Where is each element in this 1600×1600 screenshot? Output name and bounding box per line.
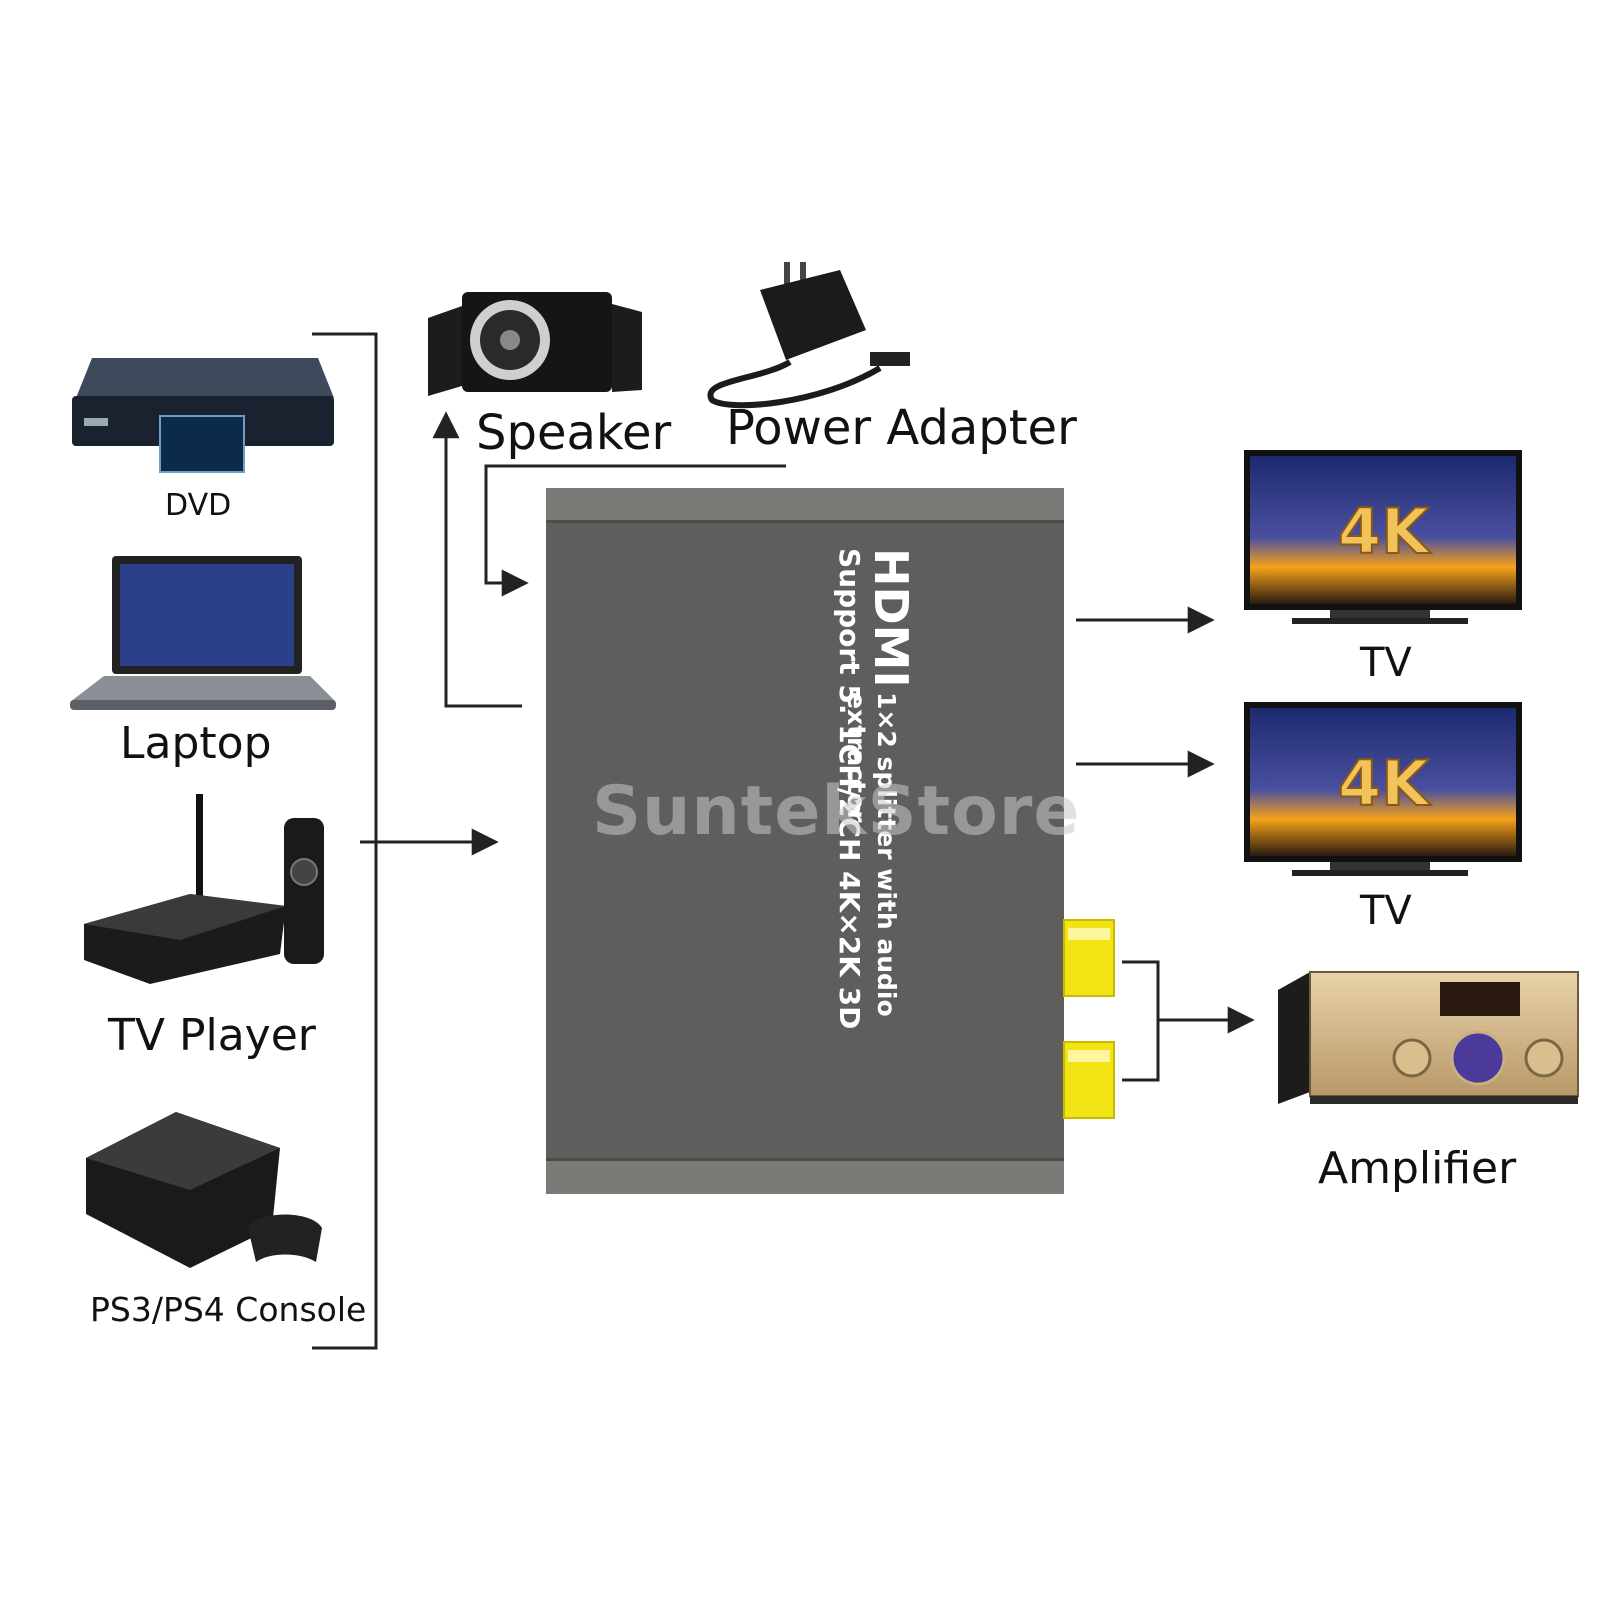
- tv-image-2: [1244, 702, 1522, 876]
- tv-image-1: [1244, 450, 1522, 624]
- console-image: [86, 1112, 322, 1268]
- rca-jack-right: [1063, 1041, 1115, 1119]
- power-adapter-image: [707, 262, 910, 409]
- tv-2-label: TV: [1360, 888, 1412, 934]
- amplifier-connection: [1122, 960, 1255, 1082]
- rca-jack-left: [1063, 919, 1115, 997]
- laptop-image: [70, 556, 336, 710]
- tv-2-badge: 4K: [1338, 747, 1431, 820]
- tv-1-badge: 4K: [1338, 495, 1431, 568]
- dvd-label: DVD: [165, 488, 232, 523]
- device-title: HDMI: [864, 548, 918, 688]
- tv-box-image: [84, 794, 324, 984]
- source-bracket: [312, 332, 499, 1350]
- power-adapter-label: Power Adapter: [726, 400, 1077, 456]
- laptop-label: Laptop: [120, 718, 272, 769]
- speaker-connection: [432, 411, 522, 708]
- amplifier-label: Amplifier: [1318, 1143, 1517, 1194]
- tv-1-label: TV: [1360, 640, 1412, 686]
- dvd-player-image: [72, 358, 334, 473]
- tv-output-arrows: [1076, 606, 1215, 778]
- hdmi-splitter-device: [546, 488, 1064, 1194]
- amplifier-image: [1278, 971, 1579, 1104]
- power-connection: [484, 464, 786, 597]
- speaker-image: [428, 292, 642, 396]
- store-watermark: SuntekStore: [592, 772, 1081, 851]
- speaker-label: Speaker: [476, 405, 672, 461]
- console-label: PS3/PS4 Console: [90, 1290, 367, 1329]
- tv-player-label: TV Player: [108, 1010, 316, 1061]
